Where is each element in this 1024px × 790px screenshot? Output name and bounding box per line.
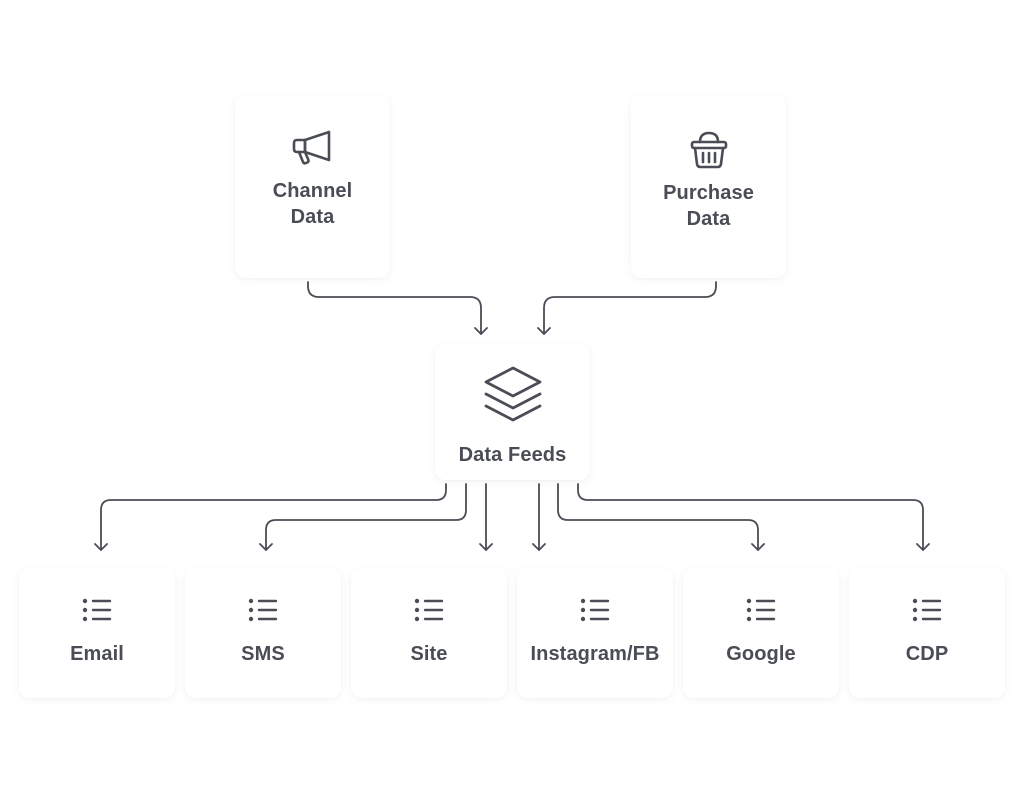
list-icon — [414, 598, 444, 622]
hub-card-data-feeds: Data Feeds — [435, 344, 590, 480]
connector-google-arrow — [751, 543, 765, 551]
connector-channel-arrow — [474, 327, 488, 335]
connector-hub-to-google — [557, 483, 759, 551]
connector-email-arrow — [94, 543, 108, 551]
destination-card-email: Email — [19, 568, 175, 698]
basket-icon — [689, 130, 729, 170]
list-icon — [746, 598, 776, 622]
list-icon — [248, 598, 278, 622]
destination-card-cdp: CDP — [849, 568, 1005, 698]
connector-purchase-to-hub — [543, 281, 717, 335]
list-icon — [912, 598, 942, 622]
destination-card-site: Site — [351, 568, 507, 698]
connector-sms-arrow — [259, 543, 273, 551]
destination-label-instagram-fb: Instagram/FB — [530, 643, 660, 665]
connector-hub-to-cdp — [577, 483, 924, 551]
connector-purchase-arrow — [537, 327, 551, 335]
source-card-channel-data: Channel Data — [235, 95, 390, 278]
source-card-purchase-data: Purchase Data — [631, 95, 786, 278]
destination-label-google: Google — [726, 643, 796, 665]
destination-label-email: Email — [70, 643, 124, 665]
destination-card-sms: SMS — [185, 568, 341, 698]
destination-label-cdp: CDP — [905, 643, 949, 665]
list-icon — [580, 598, 610, 622]
destination-label-site: Site — [410, 643, 448, 665]
connector-hub-to-email — [100, 483, 447, 551]
connector-hub-to-sms — [265, 483, 467, 551]
hub-label: Data Feeds — [458, 444, 567, 466]
layers-icon — [482, 364, 544, 424]
destination-label-sms: SMS — [241, 643, 285, 665]
connector-site-arrow — [479, 543, 493, 551]
connector-instagram-arrow — [532, 543, 546, 551]
destination-card-instagram-fb: Instagram/FB — [517, 568, 673, 698]
megaphone-icon — [291, 128, 335, 168]
source-label-channel-data: Channel Data — [272, 180, 353, 228]
source-label-purchase-data: Purchase Data — [663, 182, 754, 230]
connector-cdp-arrow — [916, 543, 930, 551]
connector-channel-to-hub — [307, 281, 482, 335]
list-icon — [82, 598, 112, 622]
destination-card-google: Google — [683, 568, 839, 698]
